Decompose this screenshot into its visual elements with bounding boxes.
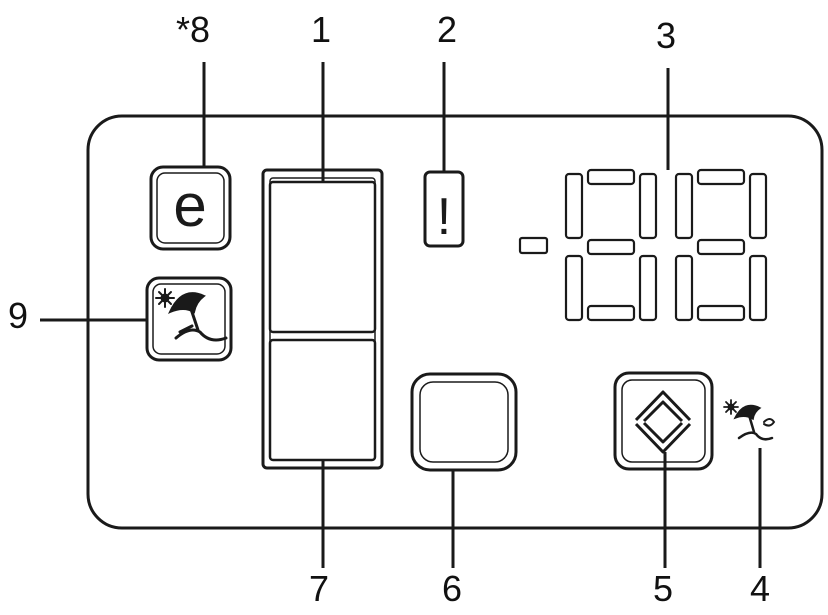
up-down-button[interactable] [613,371,714,471]
callout-1: 1 [311,9,332,50]
control-panel-outline [86,114,824,530]
holiday-button[interactable] [145,276,233,362]
blank-button[interactable] [410,372,518,472]
callout-6: 6 [442,568,463,609]
callout-4: 4 [750,568,771,609]
seven-segment-display [518,168,768,322]
callout-5: 5 [653,568,674,609]
callout-3: 3 [656,15,677,56]
digit-left [564,168,658,322]
eco-e-icon: e [173,172,206,239]
callout-8: *8 [176,9,211,50]
callout-2: 2 [437,9,458,50]
rocker-switch[interactable] [261,168,384,470]
rocker-lower-segment[interactable] [268,338,377,462]
exclamation-icon: ! [437,188,451,246]
rocker-upper-segment[interactable] [268,180,377,334]
digit-right [674,168,768,322]
eco-button[interactable]: e [149,165,232,251]
alarm-indicator: ! [423,170,465,248]
callout-9: 9 [8,295,29,336]
callout-7: 7 [309,568,330,609]
leader-lines [40,62,762,568]
up-down-arrows-icon [634,390,692,454]
beach-umbrella-small-icon [723,399,776,441]
minus-segment [518,236,549,255]
beach-umbrella-icon [155,288,228,342]
